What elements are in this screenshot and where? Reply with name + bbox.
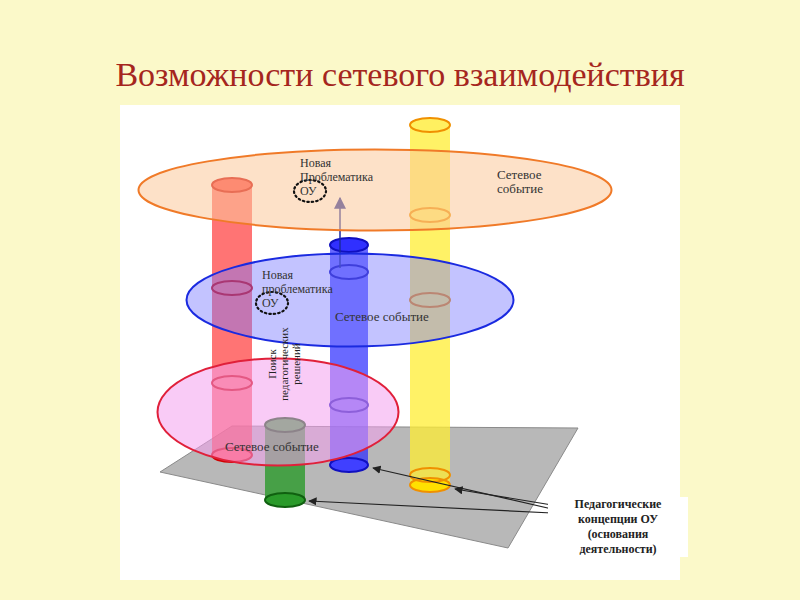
leader-arrows [309,468,552,513]
problem-block: Новая проблематика ОУ [262,268,346,310]
vertical-note: Поиск педагогических решений [266,318,302,410]
event-text: Сетевое событие [335,310,429,324]
title: Возможности сетевого взаимодействия [0,56,800,94]
concept-label: Педагогические концепции ОУ (основания д… [548,497,688,557]
event-text: Сетевое событие [225,440,319,454]
ellipse-outline [185,252,515,348]
problem-block: Новая Проблематика ОУ [300,156,384,198]
network-event-ellipse: Сетевое событиеНовая проблематика ОУ [185,252,515,348]
problem-text: Новая Проблематика ОУ [300,156,384,198]
event-text: Сетевое событие [497,168,569,196]
network-event-ellipse: Сетевое событие Новая Проблематика ОУ [137,148,613,232]
problem-text: Новая проблематика ОУ [262,268,346,310]
